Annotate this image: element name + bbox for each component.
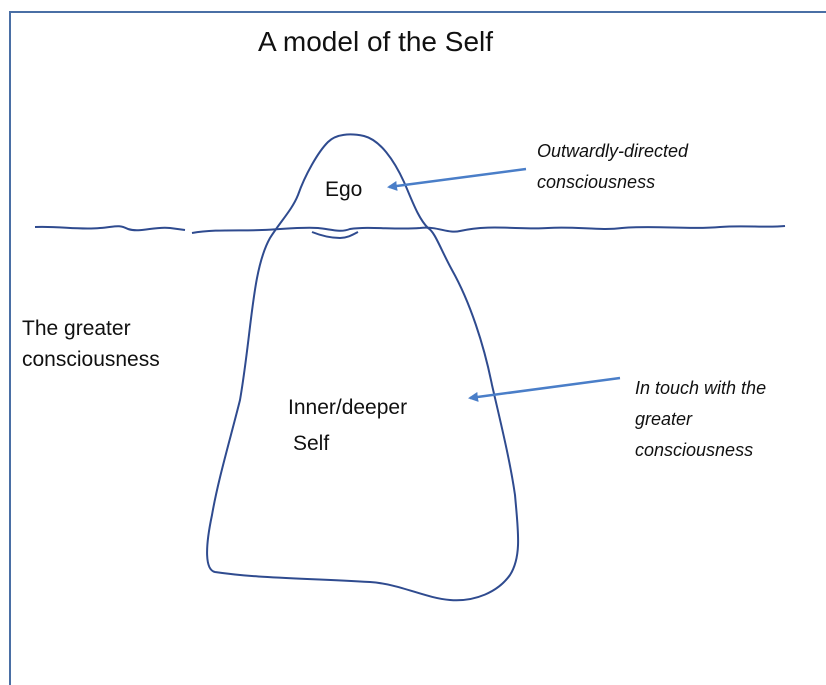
diagram-title: A model of the Self (258, 26, 494, 57)
in-touch-note-line-1: In touch with the (635, 378, 767, 398)
outward-note-line-2: consciousness (537, 172, 656, 192)
frame-border (9, 11, 826, 685)
ego-base-detail (311, 231, 359, 240)
greater-consciousness-label: The greater consciousness (22, 313, 160, 375)
in-touch-note: In touch with the greater consciousness (635, 373, 766, 466)
outward-arrow (387, 167, 527, 191)
in-touch-arrow (468, 376, 621, 402)
outward-note: Outwardly-directed consciousness (537, 136, 688, 198)
inner-self-line-2: Self (293, 432, 330, 455)
greater-consciousness-line-2: consciousness (22, 348, 160, 371)
inner-self-line-1: Inner/deeper (288, 396, 408, 419)
ego-label: Ego (325, 178, 363, 201)
inner-self-label: Inner/deeper Self (288, 390, 407, 462)
outward-note-line-1: Outwardly-directed (537, 141, 689, 161)
in-touch-note-line-3: consciousness (635, 440, 754, 460)
greater-consciousness-line-1: The greater (22, 317, 131, 340)
in-touch-note-line-2: greater (635, 409, 693, 429)
iceberg-outline (206, 133, 520, 602)
water-line (34, 225, 786, 234)
